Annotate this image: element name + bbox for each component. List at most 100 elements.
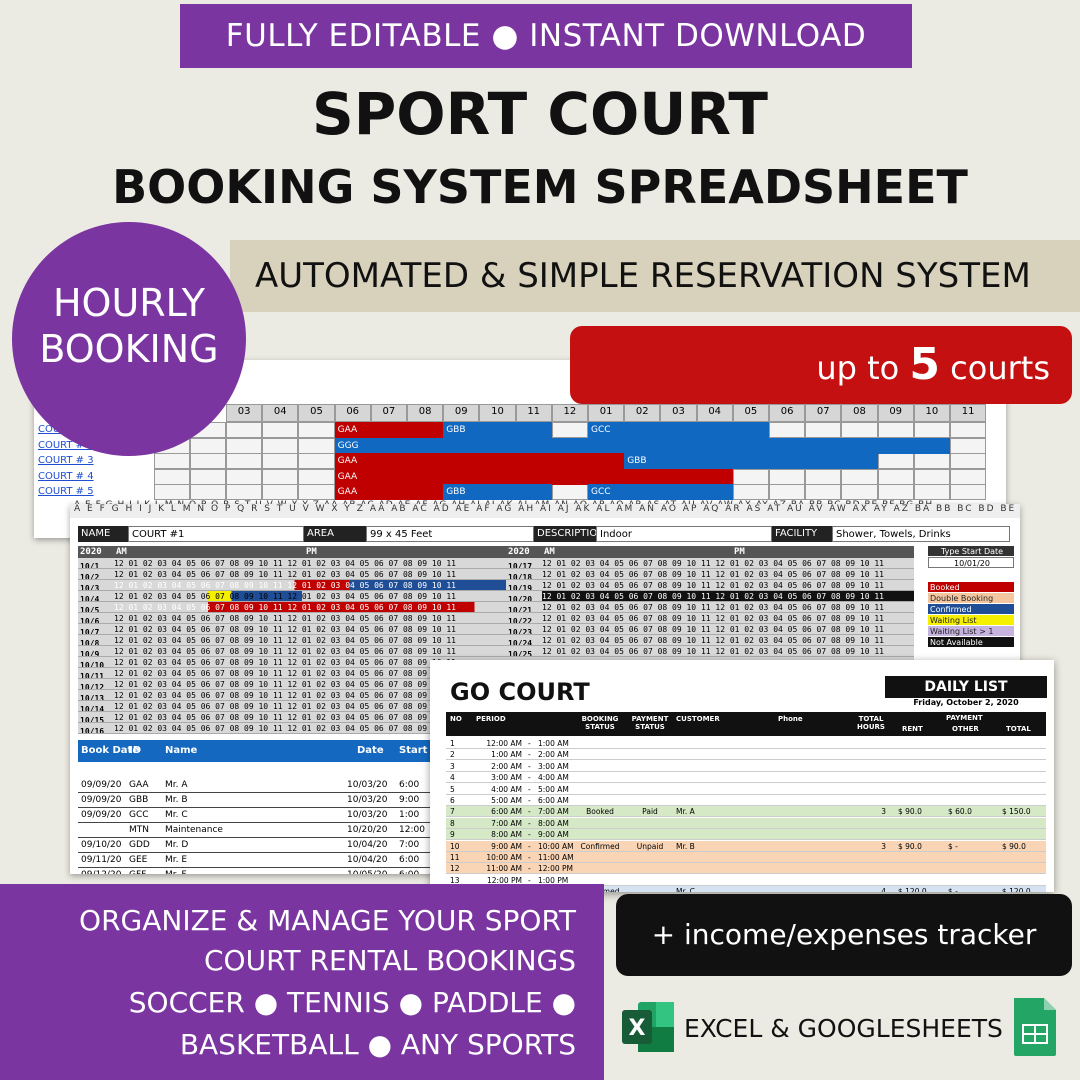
calendar-hours[interactable]: 12 01 02 03 04 05 06 07 08 09 10 11 12 0… <box>114 669 456 678</box>
overview-grid-cell[interactable] <box>877 468 914 485</box>
overview-grid-cell[interactable] <box>226 422 263 438</box>
booking-bar[interactable]: GAA <box>334 453 516 469</box>
overview-grid-cell[interactable] <box>769 468 806 485</box>
overview-grid-cell[interactable] <box>913 422 950 438</box>
calendar-hours[interactable]: 12 01 02 03 04 05 06 07 08 09 10 11 12 0… <box>114 591 506 601</box>
overview-grid-cell[interactable] <box>877 422 914 438</box>
overview-grid-cell[interactable] <box>226 453 263 469</box>
overview-grid-cell[interactable] <box>226 468 263 485</box>
overview-grid-cell[interactable] <box>551 484 588 500</box>
booking-bar[interactable]: GCC <box>588 484 625 500</box>
overview-grid-cell[interactable] <box>262 437 299 454</box>
calendar-hours[interactable]: 12 01 02 03 04 05 06 07 08 09 10 11 12 0… <box>542 581 884 590</box>
booking-bar[interactable]: GGG <box>334 437 950 454</box>
overview-grid-cell[interactable] <box>877 484 914 500</box>
overview-grid-cell[interactable] <box>950 453 987 469</box>
booking-bar[interactable]: GBB <box>624 453 878 469</box>
overview-grid-cell[interactable] <box>262 422 299 438</box>
overview-grid-cell[interactable] <box>950 468 987 485</box>
calendar-hours[interactable]: 12 01 02 03 04 05 06 07 08 09 10 11 12 0… <box>542 603 884 612</box>
calendar-hours[interactable]: 12 01 02 03 04 05 06 07 08 09 10 11 12 0… <box>114 724 456 733</box>
overview-grid-cell[interactable] <box>262 484 299 500</box>
table-row[interactable]: 09/12/20GFFMr. F10/05/206:00 <box>78 868 498 874</box>
court-link[interactable]: COURT # 2 <box>38 439 94 451</box>
calendar-hours[interactable]: 12 01 02 03 04 05 06 07 08 09 10 11 12 0… <box>542 570 884 579</box>
booking-bar[interactable] <box>515 468 733 485</box>
overview-grid-cell[interactable] <box>298 484 335 500</box>
overview-grid-cell[interactable] <box>189 453 226 469</box>
start-date-input[interactable]: 10/01/20 <box>928 557 1014 568</box>
overview-grid-cell[interactable] <box>189 468 226 485</box>
booking-bar[interactable]: GAA <box>334 468 516 485</box>
overview-grid-cell[interactable] <box>950 437 987 454</box>
overview-grid-cell[interactable] <box>732 484 769 500</box>
calendar-hours[interactable]: 12 01 02 03 04 05 06 07 08 09 10 11 12 0… <box>114 602 506 612</box>
description-value[interactable]: Indoor <box>596 526 772 542</box>
calendar-hours[interactable]: 12 01 02 03 04 05 06 07 08 09 10 11 12 0… <box>114 647 456 656</box>
calendar-hours[interactable]: 12 01 02 03 04 05 06 07 08 09 10 11 12 0… <box>114 614 456 623</box>
court-link[interactable]: COURT # 5 <box>38 486 94 497</box>
booking-bar[interactable]: GAA <box>334 484 444 500</box>
calendar-hours[interactable]: 12 01 02 03 04 05 06 07 08 09 10 11 12 0… <box>114 636 456 645</box>
overview-grid-cell[interactable] <box>913 484 950 500</box>
calendar-hours[interactable]: 12 01 02 03 04 05 06 07 08 09 10 11 12 0… <box>114 691 456 700</box>
overview-grid-cell[interactable] <box>153 484 190 500</box>
overview-grid-cell[interactable] <box>805 468 842 485</box>
calendar-hours[interactable]: 12 01 02 03 04 05 06 07 08 09 10 11 12 0… <box>114 680 456 689</box>
facility-value[interactable]: Shower, Towels, Drinks <box>832 526 1010 542</box>
overview-grid-cell[interactable] <box>298 468 335 485</box>
overview-grid-cell[interactable] <box>551 422 588 438</box>
overview-grid-cell[interactable] <box>153 453 190 469</box>
overview-grid-cell[interactable] <box>226 484 263 500</box>
calendar-hours[interactable]: 12 01 02 03 04 05 06 07 08 09 10 11 12 0… <box>114 702 456 711</box>
calendar-hours[interactable]: 12 01 02 03 04 05 06 07 08 09 10 11 12 0… <box>114 658 456 667</box>
overview-grid-cell[interactable] <box>226 437 263 454</box>
calendar-hours[interactable]: 12 01 02 03 04 05 06 07 08 09 10 11 12 0… <box>114 559 456 568</box>
court-link[interactable]: COURT # 4 <box>38 470 94 482</box>
overview-grid-cell[interactable] <box>298 422 335 438</box>
overview-grid-cell[interactable] <box>262 468 299 485</box>
booking-bar[interactable] <box>624 484 733 500</box>
calendar-hours[interactable]: 12 01 02 03 04 05 06 07 08 09 10 11 12 0… <box>542 614 884 623</box>
overview-grid-cell[interactable] <box>262 453 299 469</box>
area-value[interactable]: 99 x 45 Feet <box>366 526 534 542</box>
calendar-hours[interactable]: 12 01 02 03 04 05 06 07 08 09 10 11 12 0… <box>542 559 884 568</box>
calendar-hours[interactable]: 12 01 02 03 04 05 06 07 08 09 10 11 12 0… <box>542 591 914 601</box>
booking-bar[interactable]: GBB <box>443 484 552 500</box>
calendar-hours[interactable]: 12 01 02 03 04 05 06 07 08 09 10 11 12 0… <box>114 625 456 634</box>
overview-grid-cell[interactable] <box>877 453 914 469</box>
calendar-hours[interactable]: 12 01 02 03 04 05 06 07 08 09 10 11 12 0… <box>114 713 456 722</box>
name-value[interactable]: COURT #1 <box>128 526 304 542</box>
calendar-hours[interactable]: 12 01 02 03 04 05 06 07 08 09 10 11 12 0… <box>114 580 506 590</box>
booking-bar[interactable] <box>515 453 625 469</box>
booking-bar[interactable]: GCC <box>588 422 625 438</box>
overview-grid-cell[interactable] <box>298 453 335 469</box>
booking-bar[interactable]: GBB <box>443 422 552 438</box>
